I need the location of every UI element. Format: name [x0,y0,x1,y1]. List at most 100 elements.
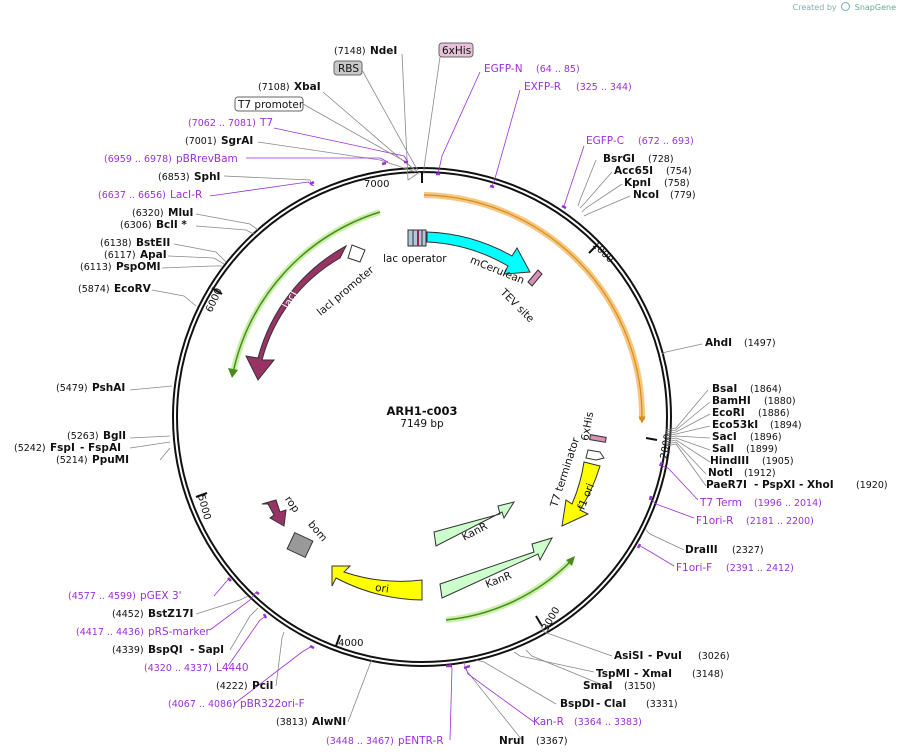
svg-text:PpuMI: PpuMI [92,454,129,466]
box-RBS[interactable]: RBS [333,60,419,171]
site-BclI: (6306)BclI * [120,219,187,231]
credit-bar: Created by SnapGene [793,2,896,12]
svg-text:(758): (758) [664,178,690,189]
site-PaeR7I: PaeR7I - PspXI - XhoI (1920) [706,479,888,491]
svg-text:(7001): (7001) [185,136,217,147]
site-NruI: NruI(3367) [499,735,568,747]
snapgene-logo-icon [841,2,851,11]
svg-text:(1912): (1912) [744,468,776,479]
svg-text:(6138): (6138) [100,238,132,249]
svg-text:KpnI: KpnI [624,177,651,189]
feature-rop[interactable]: rop [261,494,302,527]
primer-LacI-R: (6637 .. 6656)LacI-R [98,189,202,201]
site-HindIII: HindIII(1905) [710,455,794,467]
site-AhdI: AhdI(1497) [705,337,776,349]
svg-text:(5214): (5214) [56,455,88,466]
tick-2000: 2000 [659,433,674,460]
orf-arc-KanR[interactable] [445,556,575,623]
svg-text:(6306): (6306) [120,220,152,231]
svg-text:pGEX 3': pGEX 3' [140,590,182,602]
svg-text:BamHI: BamHI [712,395,751,407]
site-BspQI: (4339)BspQI- SapI [112,644,224,656]
svg-text:F1ori-F: F1ori-F [676,562,712,574]
site-ApaI: (6117)ApaI [104,249,167,261]
box-6xHis-top[interactable]: 6xHis [423,42,474,174]
svg-text:EcoRV: EcoRV [114,283,152,295]
svg-text:PshAI: PshAI [92,382,125,394]
svg-text:SmaI: SmaI [583,680,613,692]
orf-arc-mCerulean[interactable] [423,192,646,424]
label-lacI-promoter: lacI promoter [315,264,377,319]
svg-text:(4067 .. 4086): (4067 .. 4086) [168,699,236,710]
site-PshAI: (5479)PshAI [56,382,125,394]
site-NdeI: (7148)NdeI [334,45,397,57]
svg-text:(3448 .. 3467): (3448 .. 3467) [326,736,394,747]
svg-text:(5874): (5874) [78,284,110,295]
svg-text:Kan-R: Kan-R [533,716,564,728]
site-PspOMI: (6113)PspOMI [80,261,161,273]
plasmid-size: 7149 bp [400,418,444,430]
site-KpnI: KpnI (758) [624,177,690,189]
svg-text:(2327): (2327) [732,545,764,556]
site-XbaI: (7108)XbaI [258,81,321,93]
site-leaders [129,53,711,741]
svg-text:(3364 .. 3383): (3364 .. 3383) [574,717,642,728]
svg-text:(7108): (7108) [258,82,290,93]
svg-text:- PspXI - XhoI: - PspXI - XhoI [754,479,834,491]
svg-text:F1ori-R: F1ori-R [696,515,733,527]
svg-text:NruI: NruI [499,735,524,747]
feature-ori[interactable]: ori [331,565,423,601]
svg-text:SacI: SacI [712,431,737,443]
feature-KanR-1[interactable]: KanR [433,501,516,547]
svg-text:EGFP-C: EGFP-C [586,135,624,147]
primer-EGFP-C: EGFP-C(672 .. 693) [586,135,694,147]
primer-marks [227,160,664,670]
feature-lac-operator[interactable]: lac operator [383,229,447,265]
svg-text:NcoI: NcoI [633,189,659,201]
svg-text:PaeR7I: PaeR7I [706,479,747,491]
svg-text:(6117): (6117) [104,250,136,261]
svg-text:(325 .. 344): (325 .. 344) [576,82,632,93]
svg-text:FspI: FspI [50,442,75,454]
svg-text:DraIII: DraIII [685,544,718,556]
svg-text:(1996 .. 2014): (1996 .. 2014) [754,498,822,509]
credit-text: Created by [792,3,837,12]
svg-text:BspDI: BspDI [560,698,594,710]
feature-lacI-promoter[interactable]: lacI promoter [315,244,377,319]
svg-text:(1920): (1920) [856,480,888,491]
svg-text:(3148): (3148) [692,669,724,680]
site-PciI: (4222)PciI [216,680,273,692]
svg-text:(1896): (1896) [750,432,782,443]
ticks [195,171,658,647]
svg-text:(4452): (4452) [112,609,144,620]
orf-arc-lacI[interactable] [228,209,381,378]
brand-name[interactable]: SnapGene [854,3,896,12]
feature-6xHis[interactable]: 6xHis [579,411,607,443]
svg-text:BstZ17I: BstZ17I [148,608,193,620]
svg-text:(1864): (1864) [750,384,782,395]
svg-text:(3331): (3331) [646,699,678,710]
svg-text:pRS-marker: pRS-marker [148,626,211,638]
svg-text:(1894): (1894) [770,420,802,431]
svg-text:BstEII: BstEII [136,237,170,249]
svg-text:pENTR-R: pENTR-R [398,735,444,747]
svg-text:(2391 .. 2412): (2391 .. 2412) [726,563,794,574]
feature-bom[interactable]: bom [286,519,329,559]
primer-pGEX-3: (4577 .. 4599)pGEX 3' [68,590,182,602]
box-T7-promoter[interactable]: T7 promoter [234,96,413,169]
svg-text:pBRrevBam: pBRrevBam [176,153,238,165]
svg-text:(64 .. 85): (64 .. 85) [536,64,580,75]
feature-lacI[interactable]: lacI [245,244,348,381]
primer-F1ori-R: F1ori-R(2181 .. 2200) [696,515,814,527]
primer-L4440: (4320 .. 4337)L4440 [144,662,249,674]
site-EcoRV: (5874) EcoRV [78,283,152,295]
site-labels: (7148)NdeI (7108)XbaI (7001)SgrAI (6853)… [14,45,888,747]
site-Eco53kI: Eco53kI(1894) [712,419,802,431]
svg-text:NdeI: NdeI [370,45,397,57]
site-SphI: (6853)SphI [158,171,220,183]
primer-EXFP-R: EXFP-R(325 .. 344) [524,81,632,93]
svg-text:pBR322ori-F: pBR322ori-F [240,698,305,710]
primer-pRS-marker: (4417 .. 4436)pRS-marker [76,626,211,638]
site-BamHI: BamHI(1880) [712,395,796,407]
